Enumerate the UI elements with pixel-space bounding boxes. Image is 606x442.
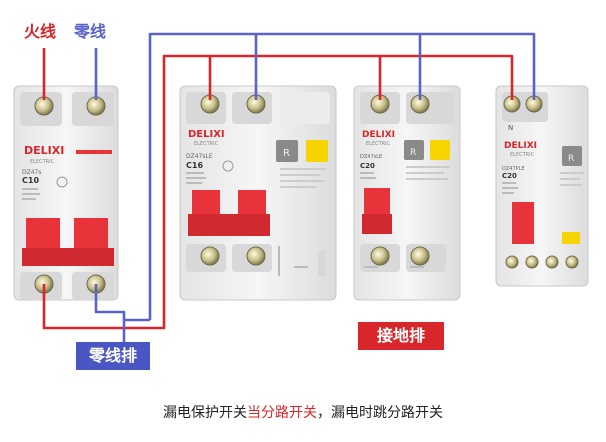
neutral-bar-badge: 零线排 [76, 342, 150, 370]
breaker-2: DELIXI ELECTRIC DZ47sLE C16 R [179, 85, 337, 301]
svg-text:DZ47sLE: DZ47sLE [186, 153, 213, 160]
svg-text:R: R [410, 148, 416, 158]
neutral-bus-wire [148, 32, 536, 320]
breaker-3: DELIXI ELECTRIC DZ47sLE C20 R [353, 85, 461, 301]
live-bus-wire [162, 54, 514, 320]
terminal-screw [246, 246, 266, 266]
terminal-screw [370, 246, 390, 266]
caption: 漏电保护开关当分路开关，漏电时跳分路开关 [0, 402, 606, 422]
svg-text:DELIXI: DELIXI [504, 141, 537, 151]
terminal-screw [525, 255, 539, 269]
breaker-4: N DELIXI ELECTRIC DZ47PLE C20 R [495, 85, 589, 287]
caption-highlight: 当分路开关 [247, 405, 317, 421]
test-button [306, 140, 328, 162]
svg-text:DZ47sLE: DZ47sLE [360, 154, 382, 160]
svg-text:ELECTRIC: ELECTRIC [30, 159, 55, 165]
terminal-screw [545, 255, 559, 269]
caption-part-3: ，漏电时跳分路开关 [317, 405, 443, 421]
neutral-output-wire [94, 284, 126, 342]
reset-button [276, 140, 298, 162]
live-label: 火线 [24, 22, 57, 41]
svg-text:DELIXI: DELIXI [362, 130, 395, 140]
svg-text:R: R [568, 154, 574, 164]
live-output-wire [42, 284, 166, 330]
test-button [562, 232, 580, 244]
reset-button [404, 140, 424, 160]
svg-text:C10: C10 [22, 176, 39, 185]
reset-button [562, 146, 582, 166]
svg-text:C16: C16 [186, 161, 203, 170]
svg-text:DZ47s: DZ47s [22, 169, 42, 176]
svg-text:R: R [283, 148, 290, 159]
caption-part-1: 漏电保护开关 [163, 405, 247, 421]
test-button [430, 140, 450, 160]
handle [512, 202, 534, 244]
terminal-screw [565, 255, 579, 269]
terminal-screw [410, 246, 430, 266]
svg-text:DZ47PLE: DZ47PLE [502, 166, 525, 172]
svg-text:ELECTRIC: ELECTRIC [510, 152, 535, 158]
terminal-screw [200, 246, 220, 266]
terminal-screw [505, 255, 519, 269]
svg-text:DELIXI: DELIXI [188, 129, 225, 140]
neutral-label: 零线 [74, 22, 107, 41]
svg-text:N: N [508, 124, 513, 132]
ground-bar-badge: 接地排 [358, 322, 444, 350]
brand-text: DELIXI [24, 144, 64, 157]
svg-text:ELECTRIC: ELECTRIC [366, 141, 391, 147]
svg-text:ELECTRIC: ELECTRIC [194, 141, 219, 147]
svg-text:C20: C20 [360, 162, 375, 170]
breaker-1: DELIXI ELECTRIC DZ47s C10 [13, 85, 119, 301]
svg-text:C20: C20 [502, 172, 517, 180]
